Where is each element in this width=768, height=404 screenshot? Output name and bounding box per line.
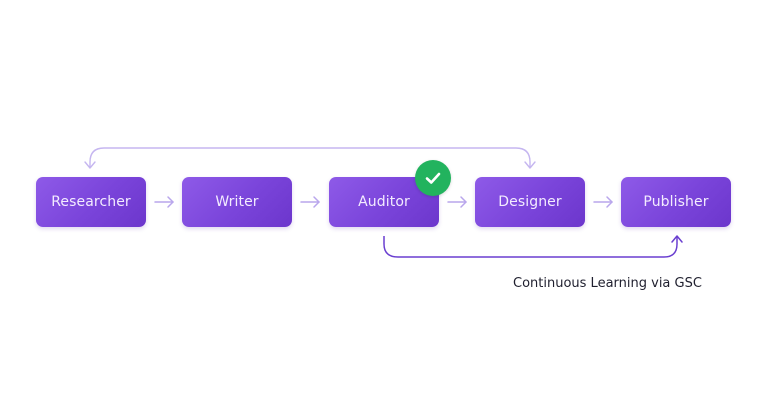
check-icon <box>425 172 441 184</box>
feedback-loop-label: Continuous Learning via GSC <box>513 276 702 291</box>
top-loop-arrowhead-left <box>84 161 96 169</box>
top-loop-arrowhead-right <box>524 161 536 169</box>
node-writer: Writer <box>182 177 292 227</box>
arrow-researcher-writer <box>154 196 174 208</box>
bottom-loop-connector <box>383 236 678 258</box>
check-badge <box>415 160 451 196</box>
arrow-writer-auditor <box>300 196 320 208</box>
node-designer: Designer <box>475 177 585 227</box>
node-publisher: Publisher <box>621 177 731 227</box>
bottom-loop-arrowhead <box>671 235 683 243</box>
node-label: Researcher <box>51 194 131 210</box>
node-label: Publisher <box>643 194 709 210</box>
node-label: Auditor <box>358 194 410 210</box>
node-auditor: Auditor <box>329 177 439 227</box>
node-label: Writer <box>215 194 259 210</box>
arrow-designer-publisher <box>593 196 613 208</box>
top-loop-connector <box>89 147 531 168</box>
node-label: Designer <box>498 194 562 210</box>
arrow-auditor-designer <box>447 196 467 208</box>
node-researcher: Researcher <box>36 177 146 227</box>
